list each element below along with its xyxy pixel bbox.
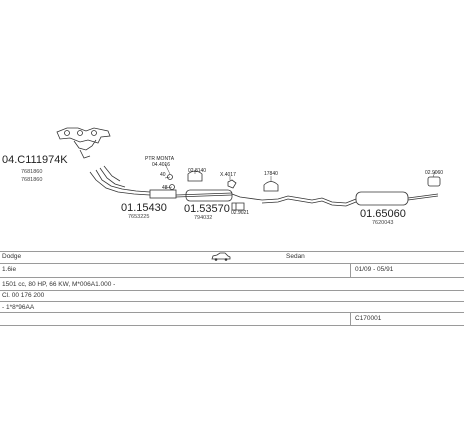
part-40-drawing (167, 174, 173, 180)
vehicle-fitting: Cl. 00 176 200 (2, 292, 45, 299)
front-pipe-drawing (89, 165, 177, 199)
part-40-code: 40 (160, 172, 166, 178)
vehicle-make: Dodge (2, 253, 22, 260)
rear-clamp-code: 02.9060 (425, 170, 443, 176)
front-pipe-kit-ref: 04.4016 (152, 162, 170, 168)
manifold-code: 04.C111974K (2, 154, 68, 166)
front-pipe-kit-name: PTR MONTA (145, 156, 175, 162)
leader-lines (164, 163, 436, 212)
vehicle-engine: 1.6ie (2, 266, 17, 273)
clamp-b-code: 17840 (264, 171, 278, 177)
manifold-drawing (56, 127, 111, 159)
vehicle-body: Sedan (286, 253, 305, 260)
row-rule-2 (0, 277, 464, 278)
row-rule-5 (0, 312, 464, 313)
col-divider-2 (350, 312, 351, 325)
vehicle-spec: 1501 cc, 80 HP, 66 KW, M*006A1.000 - (2, 281, 116, 288)
table-top-rule (0, 251, 464, 252)
rear-clamp-drawing (427, 176, 441, 187)
bracket-drawing (231, 202, 245, 211)
bracket-code: 02.9021 (231, 210, 249, 216)
vehicle-years: 01/09 - 05/91 (355, 266, 394, 273)
clamp-b-drawing (263, 181, 279, 192)
rear-silencer-drawing (355, 191, 439, 206)
hanger-code: X.4017 (220, 172, 236, 178)
clamp-a-drawing (187, 170, 203, 182)
vehicle-code: C170001 (355, 315, 382, 322)
row-rule-6 (0, 325, 464, 326)
part-48-code: 48 (162, 185, 168, 191)
mid-silencer-ref: 794032 (194, 215, 212, 221)
car-silhouette-icon (211, 252, 231, 263)
vehicle-note: - 1*8*96AA (2, 304, 35, 311)
intermediate-pipe-drawing (261, 195, 357, 204)
manifold-ref-2: 7681860 (21, 177, 42, 183)
clamp-a-code: 02.8140 (188, 168, 206, 174)
hanger-drawing (227, 179, 237, 189)
exhaust-diagram: 04.C111974K 7681860 7681860 01.15430 765… (2, 127, 443, 226)
front-pipe-ref: 7653225 (128, 214, 149, 220)
row-rule-4 (0, 301, 464, 302)
rear-silencer-ref: 7620043 (372, 220, 393, 226)
mid-silencer-drawing (175, 189, 263, 202)
rear-silencer-code: 01.65060 (360, 208, 406, 220)
part-48-drawing (169, 184, 175, 190)
mid-silencer-code: 01.53570 (184, 203, 230, 215)
manifold-ref-1: 7681860 (21, 169, 42, 175)
intermediate-pipe-inner (261, 198, 357, 207)
row-rule-1 (0, 263, 464, 264)
front-pipe-code: 01.15430 (121, 202, 167, 214)
row-rule-3 (0, 290, 464, 291)
col-divider-1 (350, 263, 351, 277)
